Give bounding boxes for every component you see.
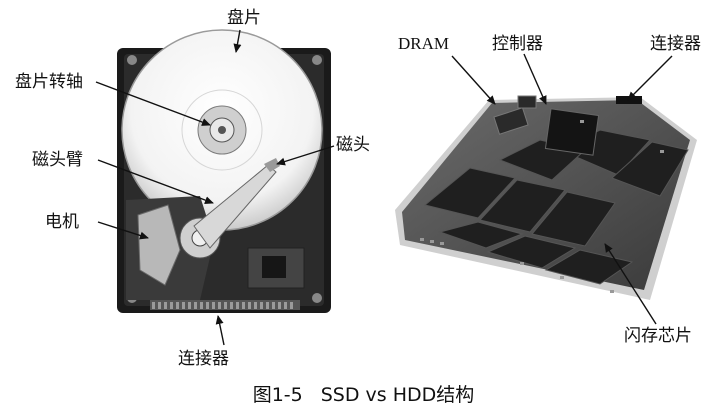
figure-title: SSD vs HDD结构	[320, 384, 475, 406]
controller-label: 控制器	[492, 34, 543, 54]
ssd-photo	[395, 95, 697, 300]
flash-label: 闪存芯片	[624, 326, 692, 346]
arm-label: 磁头臂	[32, 150, 83, 170]
hdd-connector-label: 连接器	[178, 349, 229, 369]
spindle-label: 盘片转轴	[15, 72, 83, 92]
platter-label: 盘片	[227, 8, 261, 28]
hdd-pointers	[95, 29, 335, 346]
ssd-connector-label: 连接器	[650, 34, 701, 54]
ssd-pointers	[451, 53, 673, 325]
motor-label: 电机	[45, 212, 79, 232]
figure-number: 图1-5	[252, 384, 303, 406]
hdd-photo	[117, 29, 331, 313]
figure-caption: 图1-5 SSD vs HDD结构	[0, 380, 727, 407]
head-label: 磁头	[336, 135, 370, 155]
dram-label: DRAM	[398, 34, 450, 53]
